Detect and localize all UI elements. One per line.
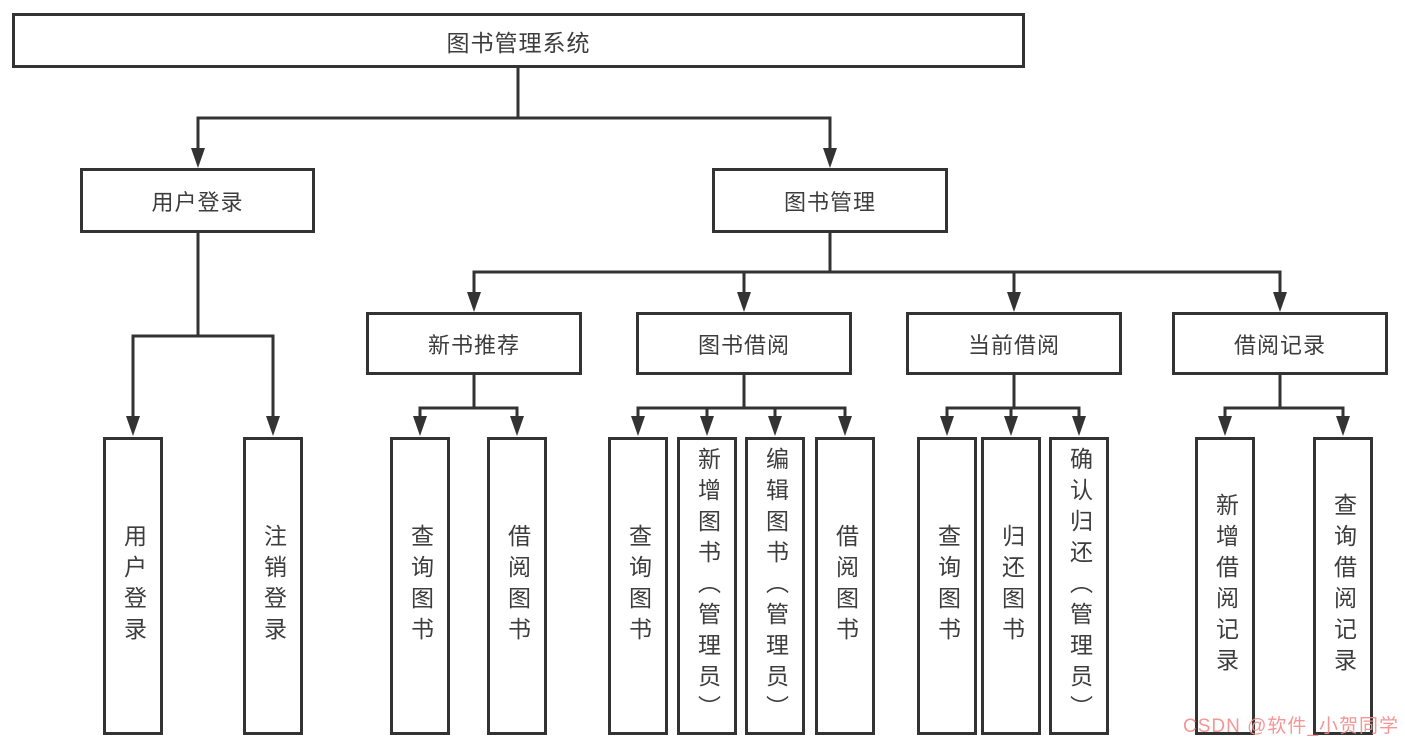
arrow-icon — [1072, 416, 1086, 436]
arrowheads — [126, 148, 1350, 436]
node-borrow-records: 借阅记录 — [1172, 312, 1388, 375]
leaf-cu-return-books-label: 归还图书 — [998, 524, 1025, 648]
node-book-borrowing-label: 图书借阅 — [697, 332, 790, 358]
leaf-user-login-label: 用户登录 — [120, 524, 147, 648]
leaf-logout: 注销登录 — [243, 437, 303, 735]
arrow-icon — [737, 292, 751, 312]
leaf-cu-query-books: 查询图书 — [917, 437, 977, 735]
leaf-bw-borrow-books: 借阅图书 — [815, 437, 875, 735]
connector-root — [196, 68, 832, 158]
leaf-user-login: 用户登录 — [103, 437, 163, 735]
leaf-bw-add-books-admin-label: 新增图书（管理员） — [694, 446, 721, 726]
node-user-login: 用户登录 — [80, 168, 315, 233]
arrow-icon — [1273, 292, 1287, 312]
arrow-icon — [1218, 416, 1232, 436]
node-book-borrowing: 图书借阅 — [636, 312, 852, 375]
leaf-bw-add-books-admin: 新增图书（管理员） — [677, 437, 737, 735]
leaf-bw-borrow-books-label: 借阅图书 — [832, 524, 859, 648]
leaf-nb-query-books: 查询图书 — [390, 437, 450, 735]
leaf-cu-confirm-return-admin-label: 确认归还（管理员） — [1066, 446, 1093, 726]
leaf-bw-query-books-label: 查询图书 — [625, 524, 652, 648]
arrow-icon — [467, 292, 481, 312]
arrow-icon — [510, 416, 524, 436]
node-book-management: 图书管理 — [712, 168, 948, 233]
leaf-nb-borrow-books: 借阅图书 — [487, 437, 547, 735]
arrow-icon — [631, 416, 645, 436]
node-current-borrow: 当前借阅 — [906, 312, 1122, 375]
arrow-icon — [768, 416, 782, 436]
arrow-icon — [1336, 416, 1350, 436]
arrow-icon — [191, 148, 205, 168]
leaf-cu-return-books: 归还图书 — [981, 437, 1041, 735]
leaf-bw-edit-books-admin-label: 编辑图书（管理员） — [762, 446, 789, 726]
leaf-cu-query-books-label: 查询图书 — [934, 524, 961, 648]
csdn-watermark: CSDN @软件_小贺同学 — [1183, 716, 1399, 737]
leaf-nb-borrow-books-label: 借阅图书 — [504, 524, 531, 648]
leaf-rc-add-record: 新增借阅记录 — [1195, 437, 1255, 735]
node-current-borrow-label: 当前借阅 — [967, 332, 1060, 358]
arrow-icon — [838, 416, 852, 436]
node-new-book-recommend-label: 新书推荐 — [427, 332, 520, 358]
node-new-book-recommend: 新书推荐 — [366, 312, 582, 375]
node-root: 图书管理系统 — [12, 13, 1025, 68]
node-borrow-records-label: 借阅记录 — [1233, 332, 1326, 358]
leaf-bw-edit-books-admin: 编辑图书（管理员） — [745, 437, 805, 735]
leaf-rc-query-record-label: 查询借阅记录 — [1330, 493, 1357, 679]
arrow-icon — [700, 416, 714, 436]
leaf-nb-query-books-label: 查询图书 — [407, 524, 434, 648]
node-root-label: 图书管理系统 — [446, 29, 591, 56]
leaf-cu-confirm-return-admin: 确认归还（管理员） — [1049, 437, 1109, 735]
connector-user-login — [131, 233, 275, 426]
arrow-icon — [266, 416, 280, 436]
node-book-management-label: 图书管理 — [783, 189, 876, 215]
leaf-rc-add-record-label: 新增借阅记录 — [1212, 493, 1239, 679]
connector-borrowing — [636, 375, 847, 426]
arrow-icon — [413, 416, 427, 436]
arrow-icon — [1004, 416, 1018, 436]
connector-records — [1223, 375, 1345, 426]
leaf-bw-query-books: 查询图书 — [608, 437, 668, 735]
leaf-logout-label: 注销登录 — [260, 524, 287, 648]
node-user-login-label: 用户登录 — [151, 189, 244, 215]
leaf-rc-query-record: 查询借阅记录 — [1313, 437, 1373, 735]
connector-new-books — [418, 375, 519, 426]
arrow-icon — [126, 416, 140, 436]
arrow-icon — [940, 416, 954, 436]
arrow-icon — [1007, 292, 1021, 312]
arrow-icon — [823, 148, 837, 168]
connector-book-mgmt — [472, 233, 1282, 302]
